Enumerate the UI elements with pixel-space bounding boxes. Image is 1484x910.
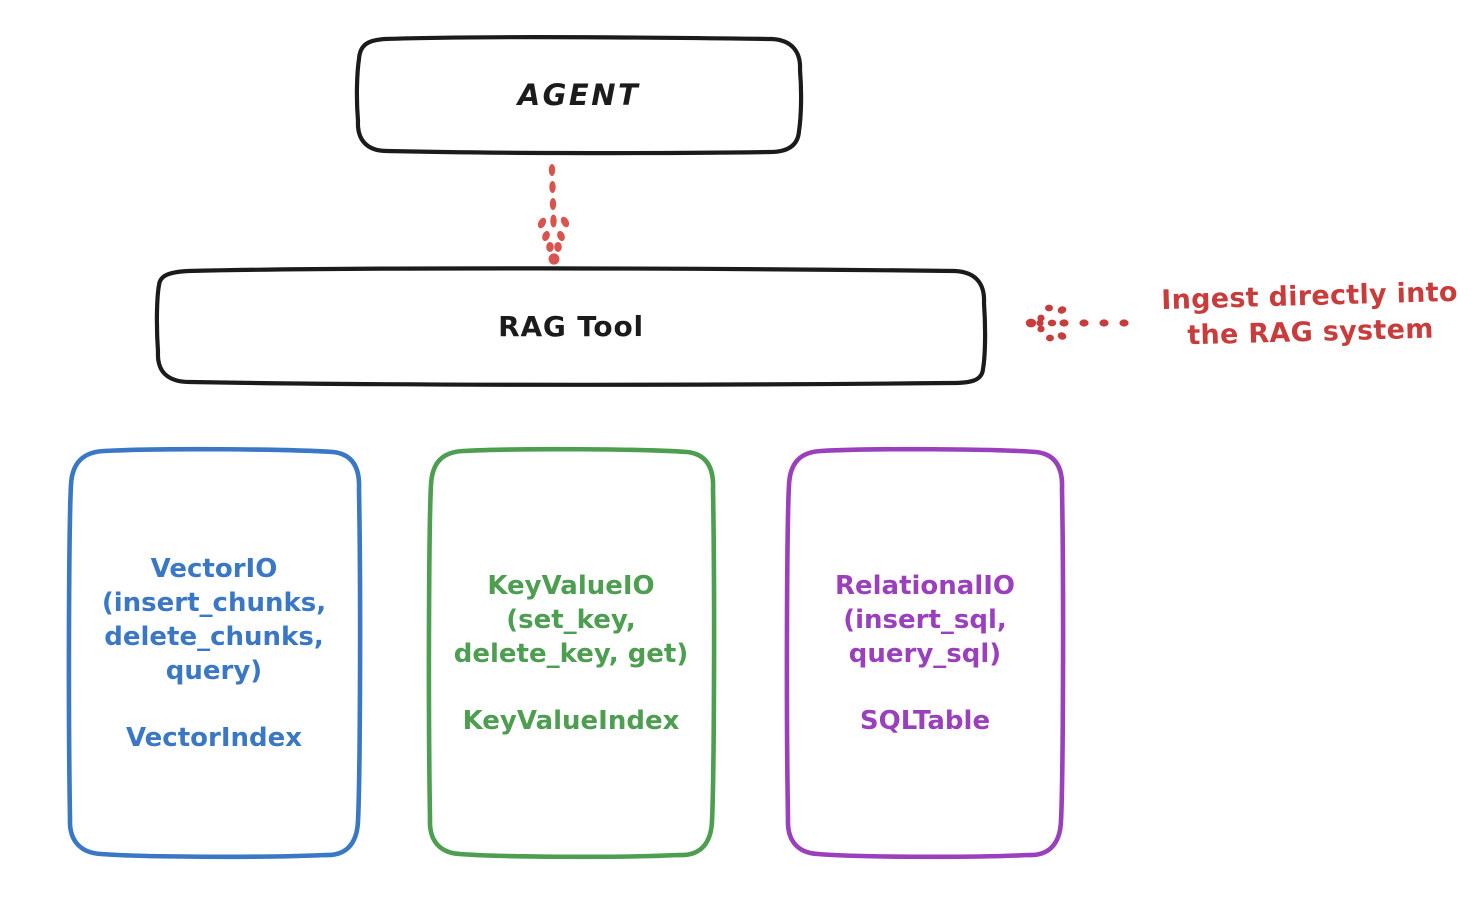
rag-tool-label: RAG Tool — [498, 310, 644, 343]
key-value-io-label: KeyValueIO (set_key, delete_key, get) — [453, 571, 689, 669]
vector-index-label: VectorIndex — [125, 722, 303, 753]
agent-to-rag-arrow — [537, 164, 570, 265]
agent-box-outline[interactable] — [354, 35, 804, 156]
node-vector-io[interactable]: VectorIO (insert_chunks, delete_chunks, … — [68, 450, 360, 856]
key-value-io-box-outline[interactable] — [426, 446, 717, 860]
node-relational-io[interactable]: RelationalIO (insert_sql, query_sql) SQL… — [788, 450, 1062, 856]
agent-label: AGENT — [517, 78, 641, 112]
node-agent[interactable]: AGENT — [357, 38, 801, 152]
vector-io-box-outline[interactable] — [66, 446, 363, 860]
node-key-value-io[interactable]: KeyValueIO (set_key, delete_key, get) Ke… — [428, 450, 714, 856]
key-value-index-label: KeyValueIndex — [462, 705, 680, 736]
rag-tool-box-outline[interactable] — [154, 266, 988, 387]
ingest-arrow — [1025, 304, 1129, 342]
ingest-annotation-text: Ingest directly into the RAG system — [1160, 276, 1459, 352]
sql-table-label: SQLTable — [859, 705, 991, 736]
relational-io-label: RelationalIO (insert_sql, query_sql) — [834, 571, 1016, 669]
vector-io-label: VectorIO (insert_chunks, delete_chunks, … — [101, 554, 327, 686]
relational-io-box-outline[interactable] — [784, 446, 1066, 860]
node-rag-tool[interactable]: RAG Tool — [157, 270, 985, 383]
